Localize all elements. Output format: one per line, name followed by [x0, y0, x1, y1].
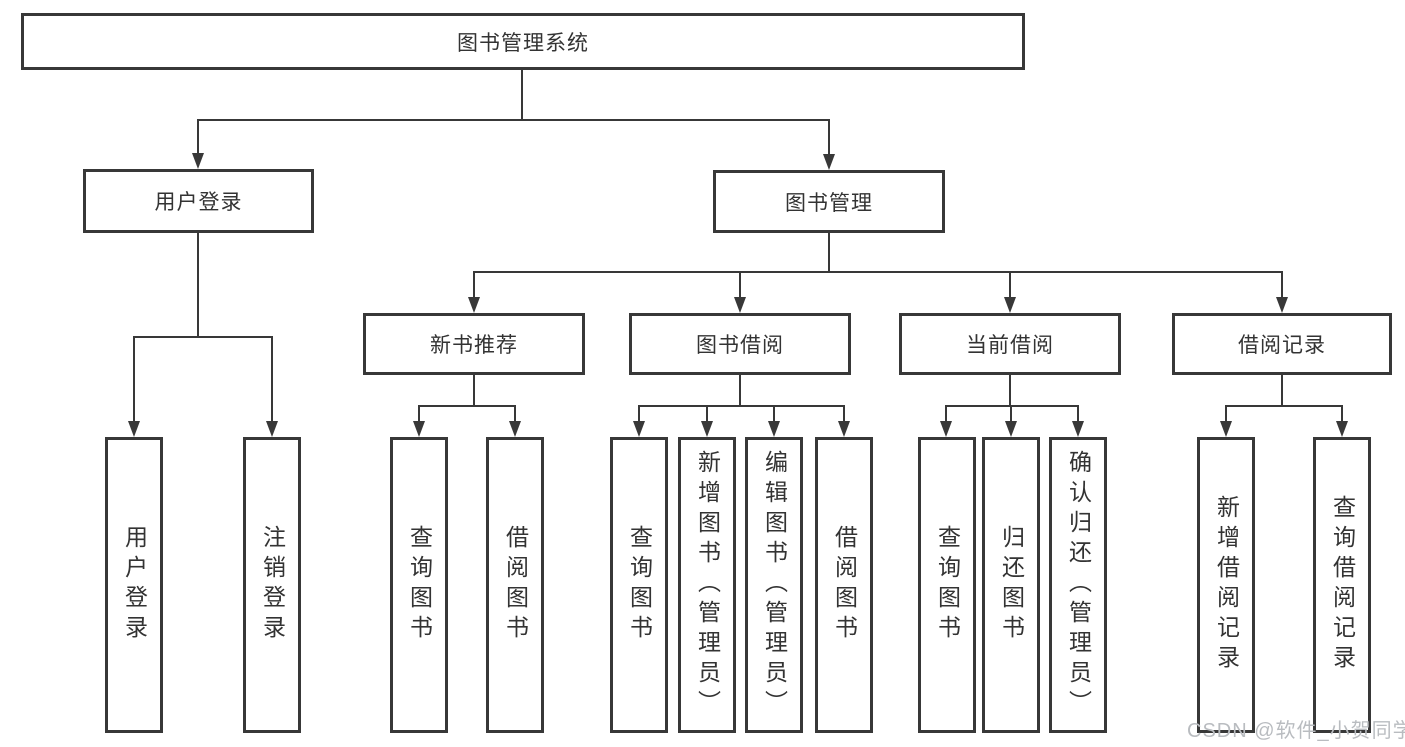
- connector-user-login-rail: [133, 336, 273, 338]
- leaf-label: 确认归还（管理员）: [1065, 450, 1092, 720]
- group-book-borrow: 图书借阅: [629, 313, 851, 375]
- group-borrow-records: 借阅记录: [1172, 313, 1392, 375]
- arrowhead-leaf: [940, 421, 952, 437]
- connector-leaf: [514, 405, 516, 424]
- arrowhead-leaf: [701, 421, 713, 437]
- leaf-confirm-return-admin: 确认归还（管理员）: [1049, 437, 1107, 733]
- connector-user-login-stem: [197, 233, 199, 337]
- leaf-add-books-admin: 新增图书（管理员）: [678, 437, 736, 733]
- arrowhead-leaf-logout: [266, 421, 278, 437]
- arrowhead-borrow-records: [1276, 297, 1288, 313]
- leaf-label: 新增借阅记录: [1213, 495, 1240, 675]
- connector-to-book-management: [828, 119, 830, 157]
- connector-leaf: [418, 405, 420, 424]
- arrowhead-user-login: [192, 153, 204, 169]
- arrowhead-book-management: [823, 154, 835, 170]
- group-new-book-recommend: 新书推荐: [363, 313, 585, 375]
- connector-root-rail: [197, 119, 830, 121]
- leaf-label: 归还图书: [998, 525, 1025, 645]
- connector-to-new-book: [473, 271, 475, 301]
- connector-leaf: [1225, 405, 1227, 424]
- leaf-label: 注销登录: [259, 525, 286, 645]
- arrowhead-leaf: [509, 421, 521, 437]
- connector-to-book-borrow: [739, 271, 741, 301]
- arrowhead-leaf: [1220, 421, 1232, 437]
- connector-leaf: [1341, 405, 1343, 424]
- branch-book-management: 图书管理: [713, 170, 945, 233]
- leaf-label: 查询图书: [934, 525, 961, 645]
- leaf-label: 借阅图书: [831, 525, 858, 645]
- arrowhead-leaf: [838, 421, 850, 437]
- connector-new-book-stem: [473, 375, 475, 406]
- branch-user-login: 用户登录: [83, 169, 314, 233]
- connector-new-book-rail: [418, 405, 516, 407]
- root-box-library-system: 图书管理系统: [21, 13, 1025, 70]
- connector-borrow-records-rail: [1225, 405, 1343, 407]
- csdn-watermark: CSDN @软件_小贺同学: [1187, 720, 1405, 742]
- connector-leaf: [638, 405, 640, 424]
- arrowhead-leaf: [633, 421, 645, 437]
- connector-to-current-borrow: [1009, 271, 1011, 301]
- leaf-logout: 注销登录: [243, 437, 301, 733]
- connector-borrow-records-stem: [1281, 375, 1283, 406]
- connector-book-borrow-stem: [739, 375, 741, 406]
- connector-to-leaf-logout: [271, 336, 273, 424]
- arrowhead-leaf: [413, 421, 425, 437]
- leaf-query-borrow-record: 查询借阅记录: [1313, 437, 1371, 733]
- connector-leaf: [1010, 405, 1012, 424]
- arrowhead-leaf: [768, 421, 780, 437]
- connector-root-stem: [521, 70, 523, 120]
- leaf-label: 新增图书（管理员）: [694, 450, 721, 720]
- arrowhead-leaf: [1336, 421, 1348, 437]
- connector-leaf: [773, 405, 775, 424]
- arrowhead-leaf-login: [128, 421, 140, 437]
- leaf-label: 编辑图书（管理员）: [761, 450, 788, 720]
- connector-to-borrow-records: [1281, 271, 1283, 301]
- connector-book-mgmt-stem: [828, 233, 830, 272]
- connector-to-user-login: [197, 119, 199, 157]
- leaf-query-books-current: 查询图书: [918, 437, 976, 733]
- leaf-label: 查询图书: [626, 525, 653, 645]
- connector-book-mgmt-rail: [473, 271, 1283, 273]
- connector-leaf: [706, 405, 708, 424]
- connector-leaf: [1077, 405, 1079, 424]
- leaf-user-login: 用户登录: [105, 437, 163, 733]
- leaf-add-borrow-record: 新增借阅记录: [1197, 437, 1255, 733]
- leaf-label: 借阅图书: [502, 525, 529, 645]
- leaf-return-books: 归还图书: [982, 437, 1040, 733]
- arrowhead-current-borrow: [1004, 297, 1016, 313]
- leaf-label: 查询借阅记录: [1329, 495, 1356, 675]
- group-current-borrow: 当前借阅: [899, 313, 1121, 375]
- leaf-label: 查询图书: [406, 525, 433, 645]
- arrowhead-book-borrow: [734, 297, 746, 313]
- leaf-borrow-books: 借阅图书: [815, 437, 873, 733]
- connector-current-borrow-rail: [945, 405, 1079, 407]
- leaf-borrow-books-recommend: 借阅图书: [486, 437, 544, 733]
- arrowhead-leaf: [1072, 421, 1084, 437]
- connector-to-leaf-login: [133, 336, 135, 424]
- connector-leaf: [843, 405, 845, 424]
- connector-leaf: [945, 405, 947, 424]
- arrowhead-new-book: [468, 297, 480, 313]
- leaf-label: 用户登录: [121, 525, 148, 645]
- connector-current-borrow-stem: [1009, 375, 1011, 406]
- arrowhead-leaf: [1005, 421, 1017, 437]
- connector-book-borrow-rail: [638, 405, 845, 407]
- leaf-edit-books-admin: 编辑图书（管理员）: [745, 437, 803, 733]
- leaf-query-books-recommend: 查询图书: [390, 437, 448, 733]
- leaf-query-books-borrow: 查询图书: [610, 437, 668, 733]
